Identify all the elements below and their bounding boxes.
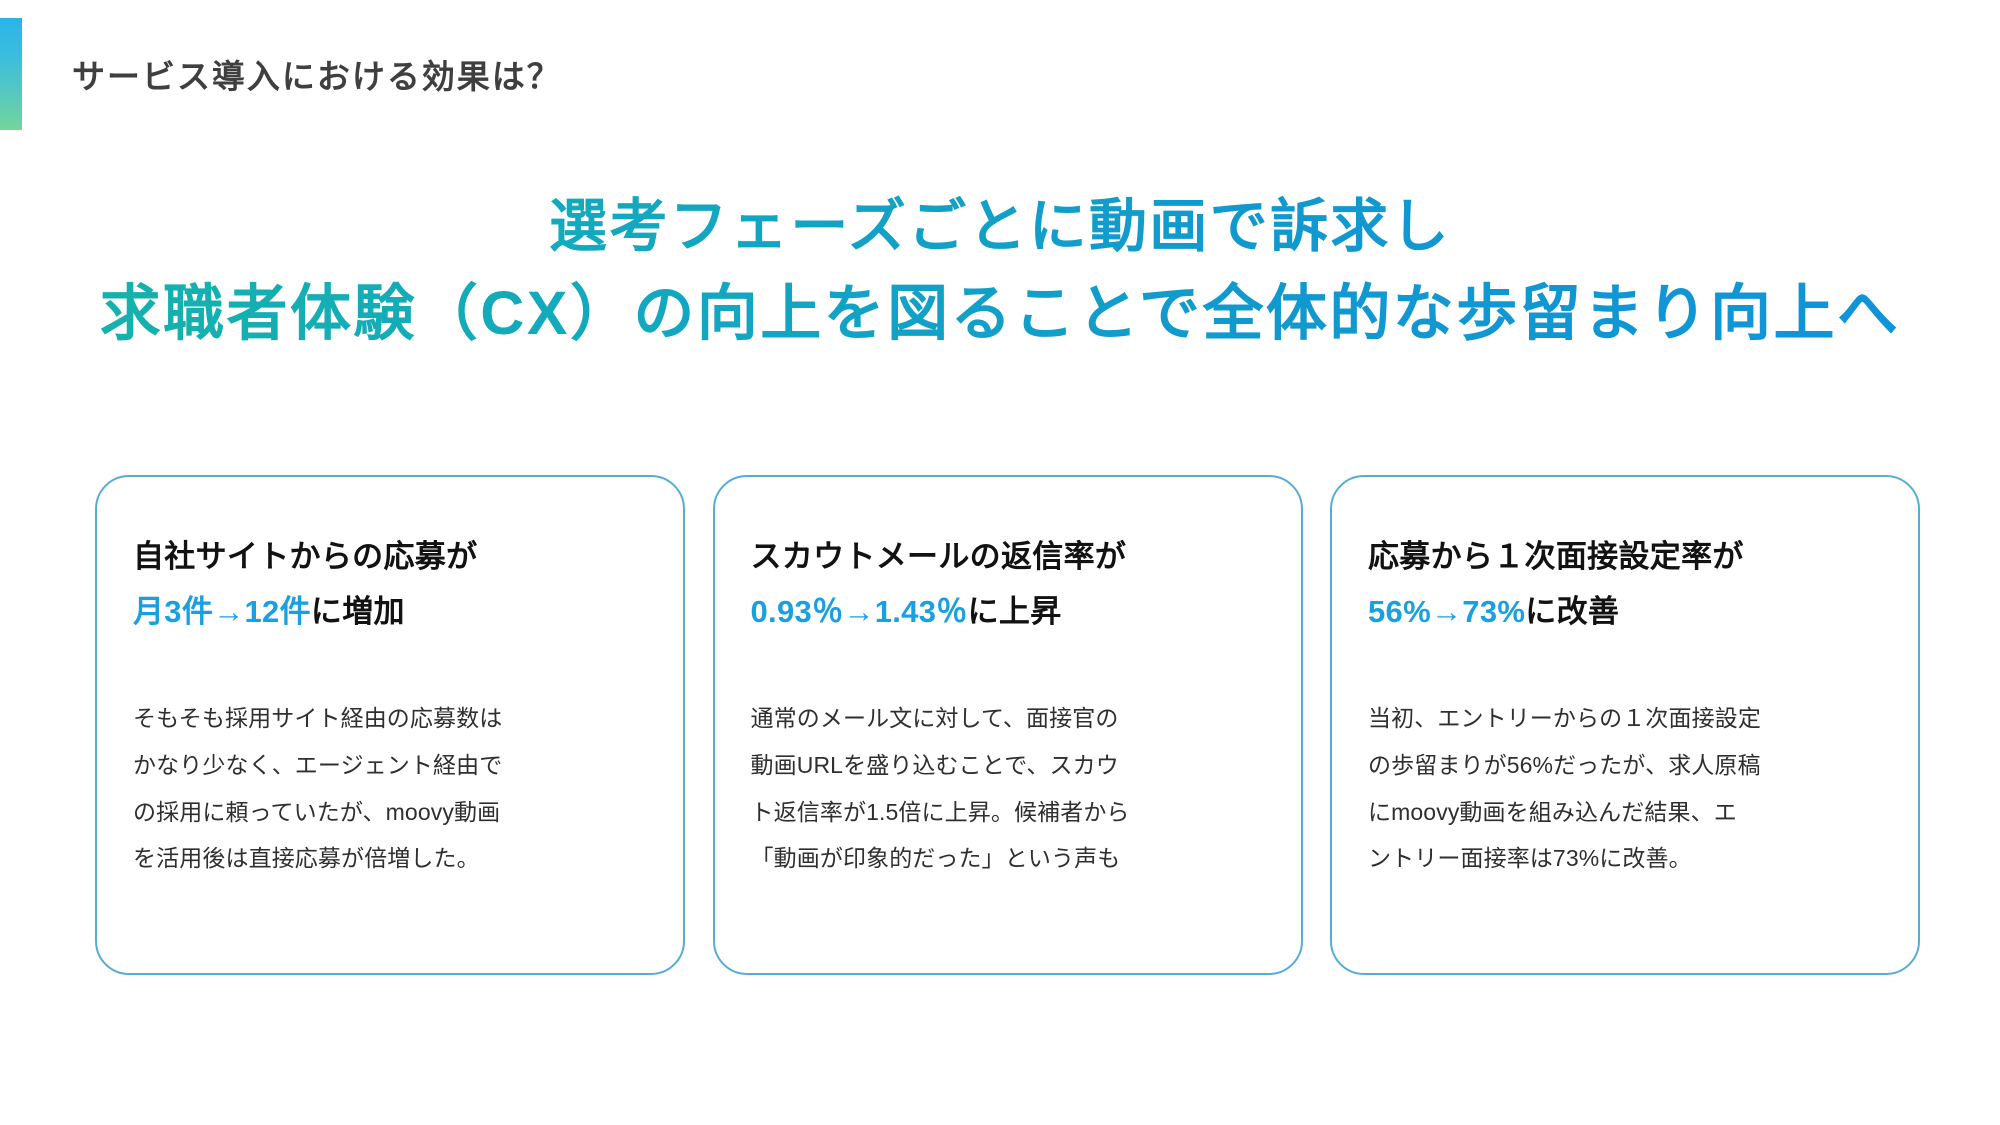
result-card-2-metric: 0.93％→1.43％	[750, 594, 968, 630]
result-card-2-body-line-2: 動画URLを盛り込むことで、スカウ	[750, 752, 1119, 779]
result-card-3-body: 当初、エントリーからの１次面接設定 の歩留まりが56%だったが、求人原稿 にmo…	[1368, 695, 1882, 882]
result-card-1-body: そもそも採用サイト経由の応募数は かなり少なく、エージェント経由で の採用に頼っ…	[133, 695, 647, 882]
result-card-1-body-line-2: かなり少なく、エージェント経由で	[133, 752, 503, 779]
result-card-2-body-line-3: ト返信率が1.5倍に上昇。候補者から	[750, 798, 1130, 825]
result-card-2-body-line-4: 「動画が印象的だった」という声も	[750, 845, 1121, 872]
result-card-2-metric-suffix: に上昇	[967, 594, 1062, 630]
result-cards-row: 自社サイトからの応募が 月3件→12件に増加 そもそも採用サイト経由の応募数は …	[95, 475, 1920, 975]
result-card-3-heading-line1: 応募から１次面接設定率が	[1368, 539, 1744, 574]
slide-header: サービス導入における効果は？	[0, 18, 562, 130]
result-card-3: 応募から１次面接設定率が 56%→73%に改善 当初、エントリーからの１次面接設…	[1330, 475, 1920, 975]
result-card-1-heading: 自社サイトからの応募が 月3件→12件に増加	[133, 529, 647, 639]
headline-line-1: 選考フェーズごとに動画で訴求し	[0, 185, 2000, 269]
header-title: サービス導入における効果は？	[72, 58, 562, 95]
result-card-2: スカウトメールの返信率が 0.93％→1.43％に上昇 通常のメール文に対して、…	[712, 475, 1303, 975]
result-card-3-heading-line2: 56%→73%に改善	[1368, 584, 1882, 639]
headline-line-2: 求職者体験（CX）の向上を図ることで全体的な歩留まり向上へ	[0, 269, 2000, 357]
result-card-1-heading-line1: 自社サイトからの応募が	[133, 539, 478, 574]
result-card-2-heading-line1: スカウトメールの返信率が	[750, 539, 1127, 574]
result-card-1-metric-suffix: に増加	[310, 594, 405, 630]
result-card-1: 自社サイトからの応募が 月3件→12件に増加 そもそも採用サイト経由の応募数は …	[95, 475, 685, 975]
result-card-1-body-line-3: の採用に頼っていたが、moovy動画	[133, 798, 501, 825]
result-card-3-body-line-2: の歩留まりが56%だったが、求人原稿	[1368, 752, 1761, 779]
result-card-3-body-line-4: ントリー面接率は73%に改善。	[1368, 845, 1692, 872]
result-card-1-metric: 月3件→12件	[133, 594, 311, 630]
result-card-2-body-line-1: 通常のメール文に対して、面接官の	[750, 705, 1119, 732]
result-card-3-metric: 56%→73%	[1368, 594, 1526, 630]
result-card-3-metric-suffix: に改善	[1525, 594, 1620, 630]
gradient-accent-bar	[0, 18, 22, 130]
result-card-3-heading: 応募から１次面接設定率が 56%→73%に改善	[1368, 529, 1882, 639]
result-card-3-body-line-3: にmoovy動画を組み込んだ結果、エ	[1368, 798, 1737, 825]
result-card-2-heading: スカウトメールの返信率が 0.93％→1.43％に上昇	[751, 529, 1265, 639]
result-card-2-heading-line2: 0.93％→1.43％に上昇	[751, 584, 1265, 639]
result-card-1-body-line-4: を活用後は直接応募が倍増した。	[133, 845, 480, 872]
result-card-1-heading-line2: 月3件→12件に増加	[133, 584, 647, 639]
headline-block: 選考フェーズごとに動画で訴求し 求職者体験（CX）の向上を図ることで全体的な歩留…	[0, 185, 2000, 358]
result-card-1-body-line-1: そもそも採用サイト経由の応募数は	[133, 705, 503, 732]
result-card-3-body-line-1: 当初、エントリーからの１次面接設定	[1368, 705, 1761, 732]
result-card-2-body: 通常のメール文に対して、面接官の 動画URLを盛り込むことで、スカウ ト返信率が…	[751, 695, 1265, 882]
